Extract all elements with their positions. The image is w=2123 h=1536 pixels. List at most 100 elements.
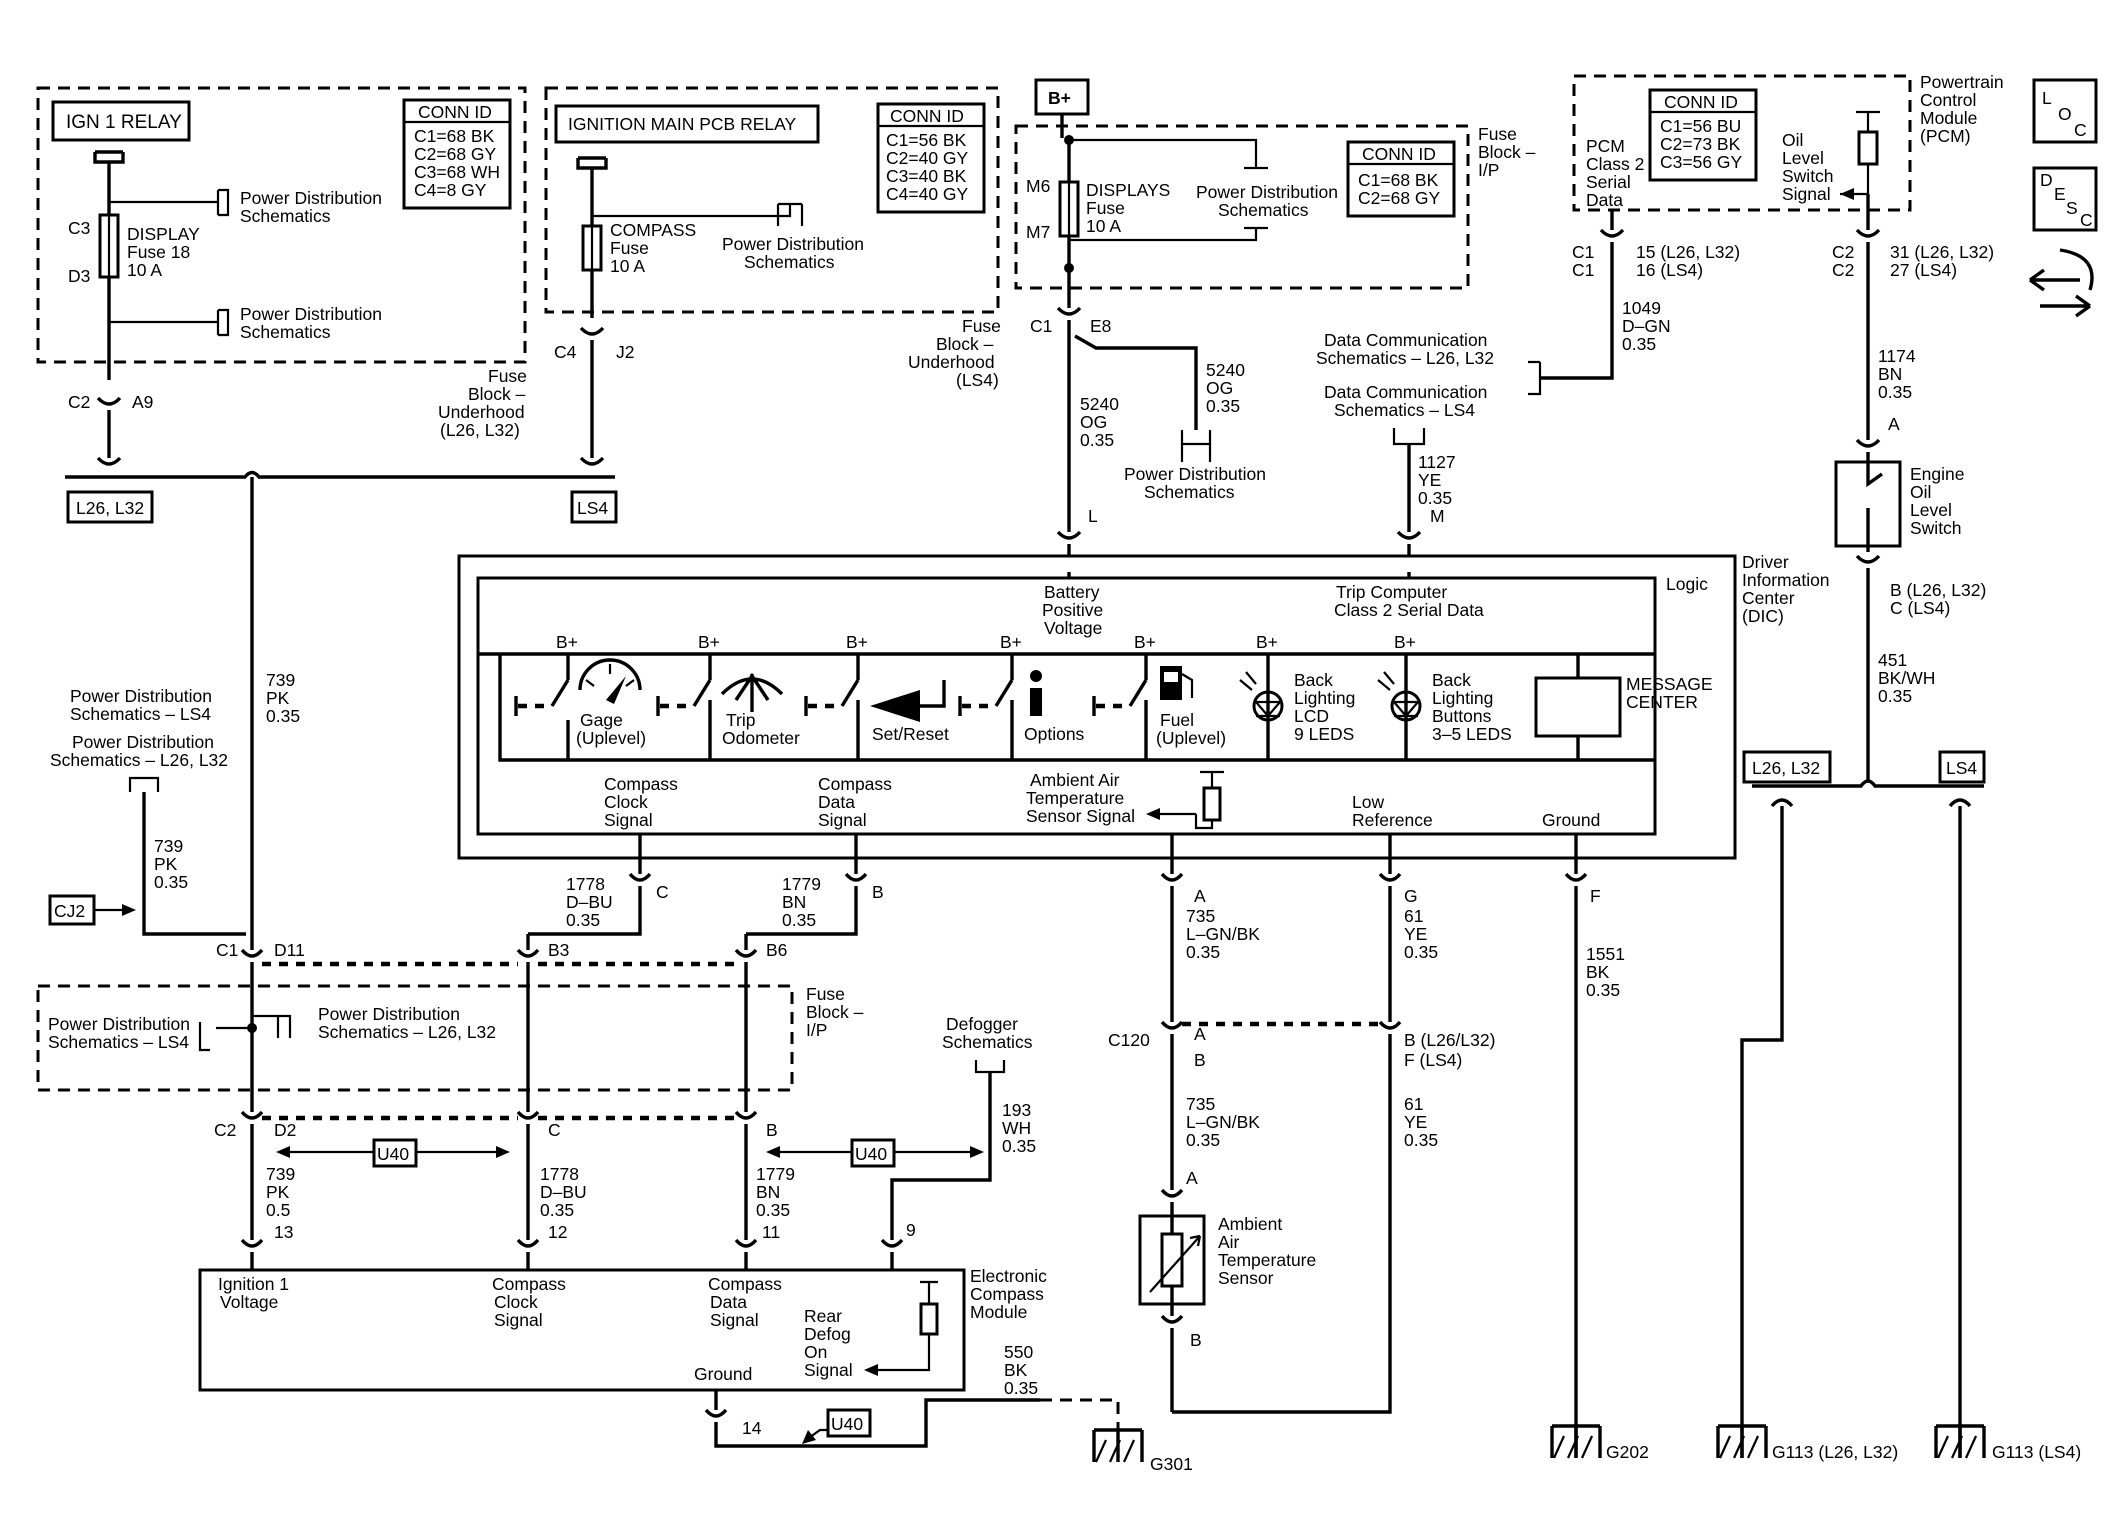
svg-text:M7: M7	[1026, 222, 1050, 242]
svg-text:B: B	[1194, 1050, 1206, 1070]
svg-text:Signal: Signal	[494, 1310, 543, 1330]
loc-icon[interactable]: L O C	[2032, 78, 2098, 144]
svg-text:Compass: Compass	[604, 774, 678, 794]
svg-text:0.35: 0.35	[1206, 396, 1240, 416]
svg-text:BN: BN	[782, 892, 806, 912]
svg-text:WH: WH	[1002, 1118, 1031, 1138]
svg-text:Defog: Defog	[804, 1324, 851, 1344]
svg-text:Fuse: Fuse	[1478, 124, 1517, 144]
svg-text:Serial: Serial	[1586, 172, 1631, 192]
svg-text:C3=56 GY: C3=56 GY	[1660, 152, 1743, 172]
svg-text:Switch: Switch	[1910, 518, 1962, 538]
svg-text:0.35: 0.35	[1404, 942, 1438, 962]
svg-text:BK/WH: BK/WH	[1878, 668, 1935, 688]
svg-text:0.35: 0.35	[1878, 382, 1912, 402]
compass-module-wires: 739 PK 0.5 13 1778 D–BU 0.35 12 1779 BN …	[240, 1124, 916, 1370]
svg-text:Power Distribution: Power Distribution	[240, 188, 382, 208]
svg-text:0.35: 0.35	[540, 1200, 574, 1220]
svg-text:Underhood: Underhood	[908, 352, 995, 372]
svg-text:Schematics: Schematics	[942, 1032, 1033, 1052]
svg-text:(Uplevel): (Uplevel)	[576, 728, 646, 748]
svg-text:A: A	[1186, 1168, 1198, 1188]
svg-text:B3: B3	[548, 940, 569, 960]
svg-text:Level: Level	[1910, 500, 1952, 520]
svg-text:L: L	[1088, 506, 1098, 526]
svg-text:Block –: Block –	[1478, 142, 1536, 162]
svg-text:L–GN/BK: L–GN/BK	[1186, 924, 1260, 944]
svg-text:C4=40 GY: C4=40 GY	[886, 184, 969, 204]
svg-text:0.35: 0.35	[1622, 334, 1656, 354]
svg-text:Sensor Signal: Sensor Signal	[1026, 806, 1135, 826]
svg-text:U40: U40	[377, 1144, 409, 1164]
svg-text:Schematics – LS4: Schematics – LS4	[70, 704, 211, 724]
svg-text:Defogger: Defogger	[946, 1014, 1018, 1034]
svg-text:Fuse: Fuse	[806, 984, 845, 1004]
svg-text:Module: Module	[970, 1302, 1027, 1322]
svg-text:L26, L32: L26, L32	[1752, 758, 1820, 778]
svg-text:C3: C3	[68, 218, 90, 238]
svg-text:Underhood: Underhood	[438, 402, 525, 422]
svg-text:Clock: Clock	[494, 1292, 538, 1312]
svg-text:Switch: Switch	[1782, 166, 1834, 186]
svg-text:G113 (LS4): G113 (LS4)	[1992, 1442, 2081, 1462]
svg-text:11: 11	[762, 1222, 780, 1242]
svg-text:451: 451	[1878, 650, 1907, 670]
svg-text:Fuel: Fuel	[1160, 710, 1194, 730]
ground-icon	[1550, 1424, 1602, 1459]
svg-text:B+: B+	[1256, 632, 1278, 652]
back-lighting-led-icon	[1239, 671, 1284, 722]
gage-switch: Gage (Uplevel)	[514, 658, 646, 760]
svg-text:B+: B+	[556, 632, 578, 652]
option-tag-ls4: LS4	[577, 498, 608, 518]
svg-text:C2: C2	[1832, 260, 1854, 280]
svg-text:O: O	[2058, 104, 2072, 124]
svg-text:0.35: 0.35	[154, 872, 188, 892]
navigation-arrows-icon[interactable]	[2029, 248, 2094, 318]
svg-text:CONN ID: CONN ID	[418, 102, 492, 122]
fuel-pump-icon	[1160, 666, 1194, 700]
svg-text:1127: 1127	[1418, 452, 1456, 472]
svg-text:Level: Level	[1782, 148, 1824, 168]
desc-icon[interactable]: D E S C	[2032, 166, 2098, 232]
svg-text:BN: BN	[756, 1182, 780, 1202]
set-reset-icon	[870, 680, 946, 722]
svg-text:Schematics – L26, L32: Schematics – L26, L32	[318, 1022, 496, 1042]
svg-text:0.35: 0.35	[1004, 1378, 1038, 1398]
svg-text:0.35: 0.35	[266, 706, 300, 726]
svg-text:BK: BK	[1004, 1360, 1028, 1380]
svg-text:B+: B+	[846, 632, 868, 652]
svg-text:YE: YE	[1404, 1112, 1427, 1132]
svg-text:Powertrain: Powertrain	[1920, 72, 2004, 92]
svg-text:Reference: Reference	[1352, 810, 1433, 830]
svg-text:D–BU: D–BU	[540, 1182, 587, 1202]
svg-text:G: G	[1404, 886, 1418, 906]
svg-text:Information: Information	[1742, 570, 1830, 590]
svg-text:0.35: 0.35	[1002, 1136, 1036, 1156]
svg-text:C1=68 BK: C1=68 BK	[1358, 170, 1439, 190]
svg-text:27 (LS4): 27 (LS4)	[1890, 260, 1957, 280]
compass-ground: 14 550 BK 0.35 U40 G301	[704, 1342, 1193, 1474]
svg-text:Schematics – LS4: Schematics – LS4	[48, 1032, 189, 1052]
svg-text:D2: D2	[274, 1120, 296, 1140]
svg-text:Engine: Engine	[1910, 464, 1965, 484]
svg-text:3–5 LEDS: 3–5 LEDS	[1432, 724, 1512, 744]
svg-text:CONN ID: CONN ID	[1362, 144, 1436, 164]
svg-text:10 A: 10 A	[1086, 216, 1121, 236]
svg-text:C2=73 BK: C2=73 BK	[1660, 134, 1741, 154]
svg-text:0.35: 0.35	[782, 910, 816, 930]
svg-text:U40: U40	[855, 1144, 887, 1164]
conn-id-table-4: CONN ID C1=56 BU C2=73 BK C3=56 GY	[1648, 88, 1758, 182]
ignition-feed-left: 739 PK 0.35 Power Distribution Schematic…	[48, 477, 300, 950]
svg-text:9: 9	[906, 1220, 916, 1240]
svg-text:735: 735	[1186, 906, 1215, 926]
svg-text:61: 61	[1404, 1094, 1423, 1114]
svg-text:Class 2: Class 2	[1586, 154, 1644, 174]
svg-text:550: 550	[1004, 1342, 1033, 1362]
svg-text:Electronic: Electronic	[970, 1266, 1047, 1286]
svg-text:Compass: Compass	[708, 1274, 782, 1294]
svg-text:61: 61	[1404, 906, 1423, 926]
trip-odometer-icon	[720, 672, 784, 712]
svg-text:YE: YE	[1418, 470, 1441, 490]
svg-text:Schematics: Schematics	[240, 322, 331, 342]
ambient-air-sensor-circuit: C120 A B B (L26/L32) F (LS4) 735 L–GN/BK…	[1108, 1020, 1495, 1414]
